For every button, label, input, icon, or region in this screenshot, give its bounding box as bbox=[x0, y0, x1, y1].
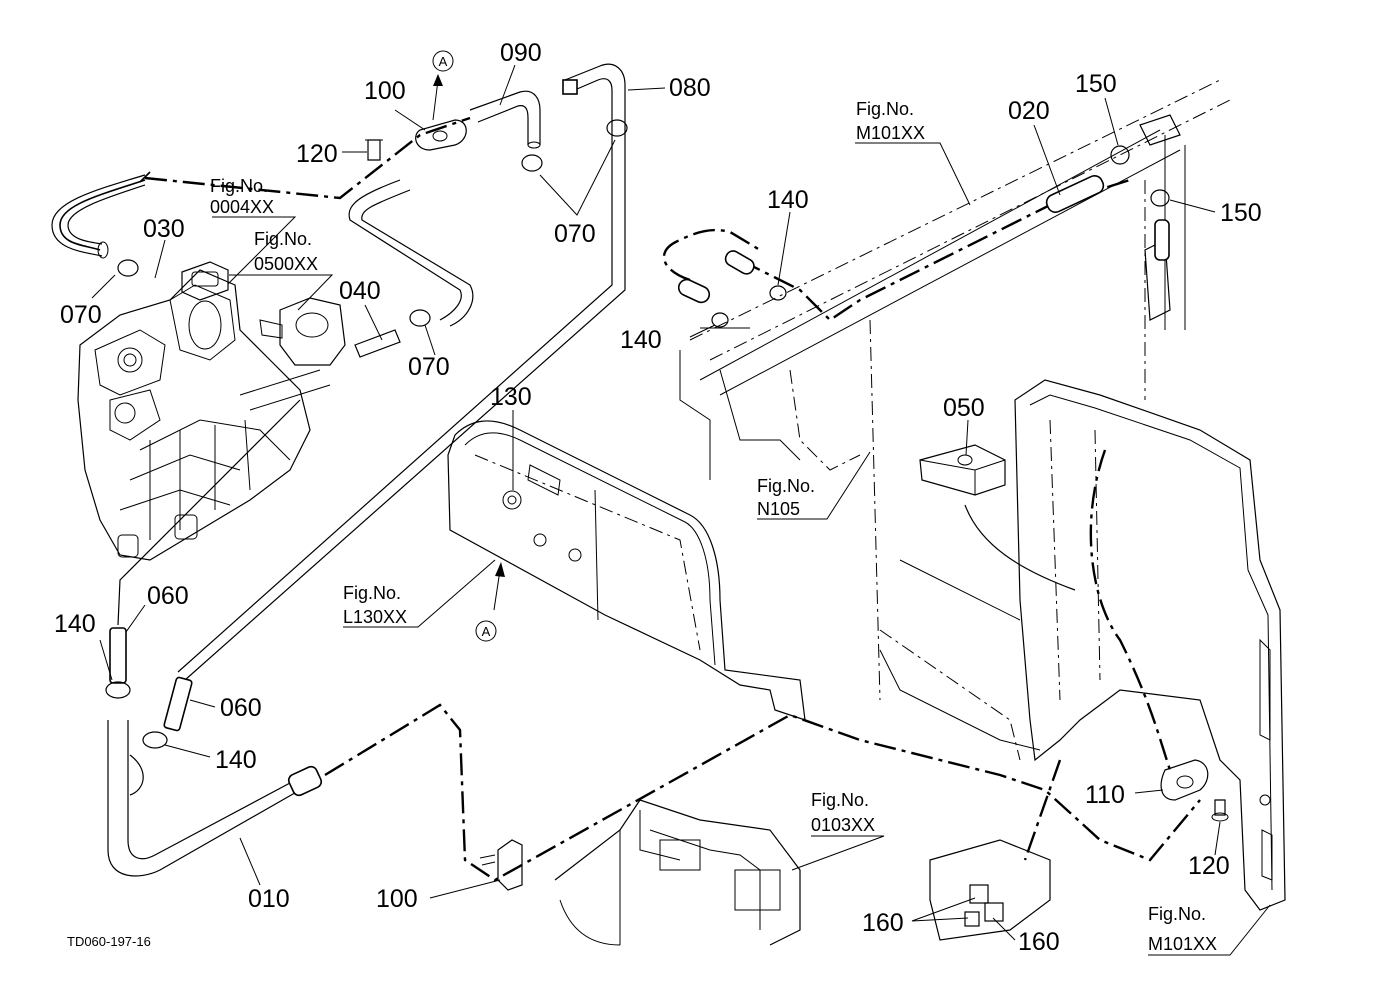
part-label-140[interactable]: 140 bbox=[620, 326, 662, 354]
fig-ref-number: M101XX bbox=[1148, 934, 1217, 954]
part-label-090[interactable]: 090 bbox=[500, 39, 542, 67]
engine-block-drawing bbox=[77, 269, 331, 561]
fig-ref-prefix: Fig.No. bbox=[811, 790, 869, 810]
part-label-100[interactable]: 100 bbox=[364, 77, 406, 105]
hose-pipes-upper bbox=[51, 63, 626, 358]
clamp-upper-drawing bbox=[365, 119, 467, 161]
wire-harness-top bbox=[662, 114, 1181, 328]
connector-160 bbox=[929, 839, 1051, 941]
part-label-100[interactable]: 100 bbox=[376, 885, 418, 913]
fig-ref-number: 0103XX bbox=[811, 815, 875, 835]
fig-ref-l130xx[interactable]: Fig.No. L130XX bbox=[343, 583, 407, 627]
part-label-060[interactable]: 060 bbox=[220, 694, 262, 722]
fig-ref-number: 0500XX bbox=[254, 254, 318, 274]
fig-ref-prefix: Fig.No. bbox=[343, 583, 401, 603]
part-label-030[interactable]: 030 bbox=[143, 215, 185, 243]
part-label-120[interactable]: 120 bbox=[296, 140, 338, 168]
marker-label: A bbox=[482, 624, 491, 639]
leader-lines bbox=[91, 64, 1271, 956]
clamp-lower-drawing bbox=[479, 839, 523, 891]
part-label-140[interactable]: 140 bbox=[767, 186, 809, 214]
drawing-code: TD060-197-16 bbox=[67, 934, 151, 949]
fig-ref-number: L130XX bbox=[343, 607, 407, 627]
part-label-020[interactable]: 020 bbox=[1008, 97, 1050, 125]
fig-ref-0004xx[interactable]: Fig.No. 0004XX bbox=[210, 176, 274, 217]
fig-ref-0500xx[interactable]: Fig.No. 0500XX bbox=[254, 229, 318, 274]
long-pipes bbox=[117, 100, 626, 681]
part-label-140[interactable]: 140 bbox=[54, 610, 96, 638]
part-labels: 010 020 030 040 050 060 060 070 070 070 … bbox=[54, 39, 1262, 956]
part-label-080[interactable]: 080 bbox=[669, 74, 711, 102]
radiator-frame-drawing bbox=[869, 319, 1286, 911]
arrow-icon bbox=[495, 562, 505, 577]
part-label-150[interactable]: 150 bbox=[1075, 70, 1117, 98]
fig-ref-0103xx[interactable]: Fig.No. 0103XX bbox=[811, 790, 875, 835]
fig-ref-n105[interactable]: Fig.No. N105 bbox=[757, 476, 815, 519]
fig-ref-number: M101XX bbox=[856, 123, 925, 143]
connection-marker-a-bottom: A bbox=[475, 562, 505, 642]
center-panel-drawing bbox=[447, 420, 806, 721]
part-label-070[interactable]: 070 bbox=[554, 220, 596, 248]
fig-ref-prefix: Fig.No. bbox=[856, 99, 914, 119]
part-label-160[interactable]: 160 bbox=[862, 909, 904, 937]
part-label-110[interactable]: 110 bbox=[1085, 781, 1125, 809]
part-label-040[interactable]: 040 bbox=[339, 277, 381, 305]
fig-ref-prefix: Fig.No. bbox=[254, 229, 312, 249]
thermostat-cover-drawing bbox=[181, 261, 229, 301]
part-label-140[interactable]: 140 bbox=[215, 746, 257, 774]
fig-ref-m101xx-top[interactable]: Fig.No. M101XX bbox=[856, 99, 925, 143]
part-label-070[interactable]: 070 bbox=[408, 353, 450, 381]
part-label-130[interactable]: 130 bbox=[490, 383, 532, 411]
fig-ref-number: N105 bbox=[757, 499, 800, 519]
hose-010-assembly bbox=[105, 627, 1201, 882]
figure-references: Fig.No. 0004XX Fig.No. 0500XX Fig.No. M1… bbox=[210, 99, 1217, 954]
connection-marker-a-top: A bbox=[432, 50, 454, 121]
cushion-block-050 bbox=[919, 444, 1076, 591]
part-label-160[interactable]: 160 bbox=[1018, 928, 1060, 956]
upper-frame-rails bbox=[679, 79, 1231, 480]
gearbox-drawing bbox=[554, 799, 801, 946]
water-flange-drawing bbox=[259, 297, 346, 366]
fig-ref-m101xx-bottom[interactable]: Fig.No. M101XX bbox=[1148, 904, 1217, 954]
part-label-120[interactable]: 120 bbox=[1188, 852, 1230, 880]
fig-ref-prefix: Fig.No. bbox=[757, 476, 815, 496]
wire-grommet-110 bbox=[1023, 449, 1229, 861]
marker-label: A bbox=[439, 54, 448, 69]
fig-ref-number: 0004XX bbox=[210, 197, 274, 217]
fig-ref-prefix: Fig.No. bbox=[210, 176, 268, 196]
part-label-050[interactable]: 050 bbox=[943, 394, 985, 422]
part-label-060[interactable]: 060 bbox=[147, 582, 189, 610]
hose-clips-070 bbox=[117, 119, 628, 327]
part-label-070[interactable]: 070 bbox=[60, 301, 102, 329]
arrow-icon bbox=[433, 74, 443, 86]
fig-ref-prefix: Fig.No. bbox=[1148, 904, 1206, 924]
part-label-010[interactable]: 010 bbox=[248, 885, 290, 913]
part-label-150[interactable]: 150 bbox=[1220, 199, 1262, 227]
